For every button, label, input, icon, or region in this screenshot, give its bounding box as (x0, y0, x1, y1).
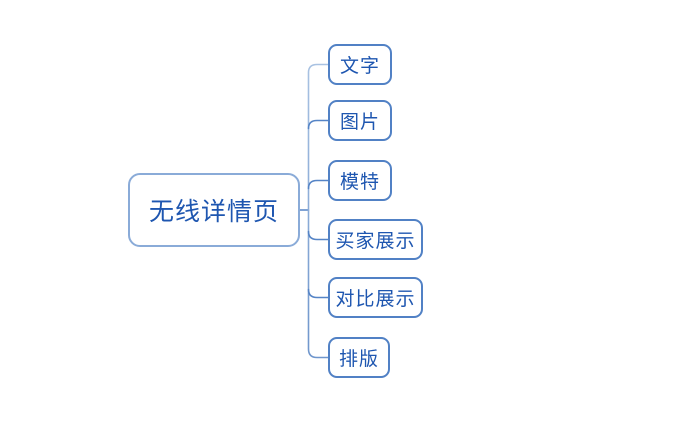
node-layout[interactable]: 排版 (328, 337, 390, 378)
connector-trunk (307, 63, 329, 359)
node-root[interactable]: 无线详情页 (128, 173, 300, 247)
connector-branch-image (307, 119, 329, 130)
node-model[interactable]: 模特 (328, 160, 392, 201)
connector-branch-model (307, 179, 329, 190)
node-compare-show[interactable]: 对比展示 (328, 277, 423, 318)
node-image[interactable]: 图片 (328, 100, 392, 141)
connector-branch-buyer-show (307, 230, 329, 241)
connector-branch-compare-show (307, 288, 329, 299)
node-text[interactable]: 文字 (328, 44, 392, 85)
node-buyer-show[interactable]: 买家展示 (328, 219, 423, 260)
